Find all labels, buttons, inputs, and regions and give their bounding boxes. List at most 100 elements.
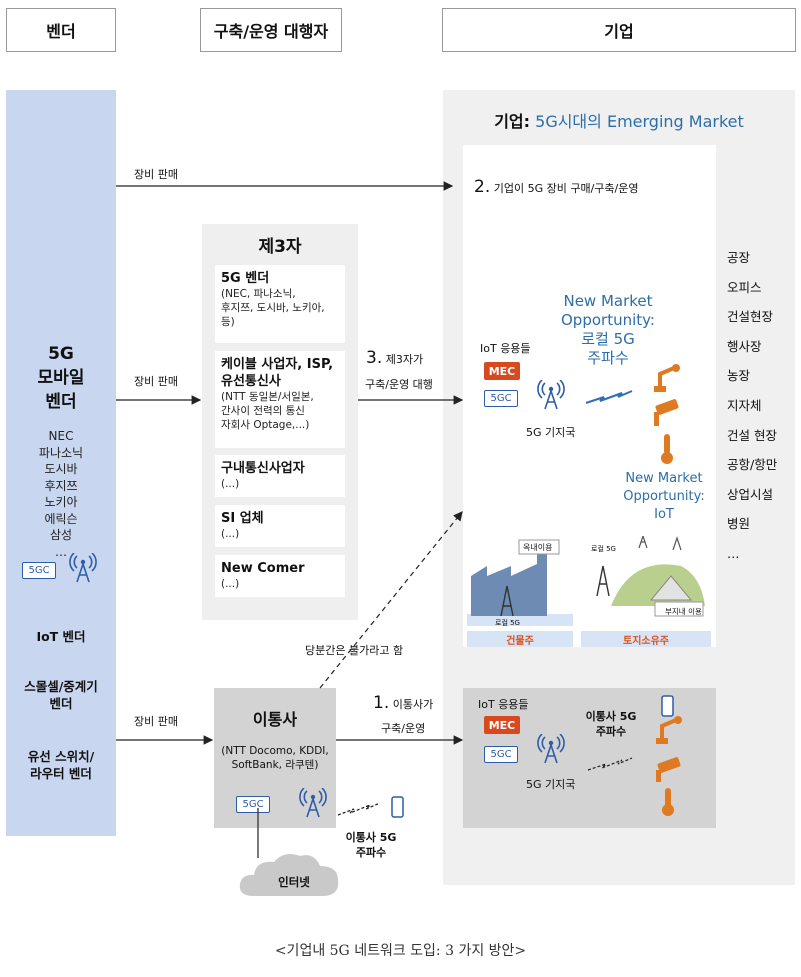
opp-line: New Market — [563, 292, 653, 310]
bottom-base-station: 5G 기지국 — [526, 778, 576, 791]
industrial-iot-icons — [654, 364, 680, 464]
camera-icon — [654, 399, 679, 426]
header-vendor: 벤더 — [6, 8, 116, 52]
site-item: 건설 현장 — [727, 427, 777, 443]
building-tag: 옥내이용 — [523, 543, 553, 552]
third-party-card-5g-vendor: 5G 벤더 (NEC, 파나소닉, 후지쯔, 도시바, 노키아, 등) — [215, 265, 345, 343]
opp-line: New Market — [625, 471, 703, 486]
site-item: 농장 — [727, 368, 751, 384]
card-sub: 후지쯔, 도시바, 노키아, — [221, 302, 325, 314]
robot-arm-icon — [654, 364, 680, 392]
carrier-panel: 이통사 (NTT Docomo, KDDI, SoftBank, 라쿠텐) 5G… — [214, 688, 336, 828]
carrier-sub: (NTT Docomo, KDDI, SoftBank, 라쿠텐) — [214, 744, 336, 772]
label-sale-3: 장비 판매 — [134, 715, 178, 728]
card-sub: (...) — [221, 478, 240, 490]
footer-building-owner: 건물주 — [467, 631, 573, 647]
site-item: … — [727, 545, 740, 561]
card-sub: 간사이 전력의 통신 — [221, 405, 305, 417]
third-party-title: 제3자 — [258, 237, 302, 257]
footer-land-owner: 토지소유주 — [581, 631, 711, 647]
land-illustration — [596, 536, 705, 617]
vendor-item: … — [55, 544, 67, 559]
vendor-item: 노키아 — [44, 495, 78, 509]
figure-caption: <기업내 5G 네트워크 도입: 3 가지 방안> — [274, 943, 527, 959]
label-sale-2: 장비 판매 — [134, 375, 178, 388]
vendor-title-line1: 5G — [48, 344, 74, 364]
site-item: 행사장 — [727, 338, 762, 354]
cloud-icon — [239, 854, 339, 896]
path2-label: 2. 기업이 5G 장비 구매/구축/운영 — [474, 177, 638, 197]
carrier-5gc-icon: 5GC — [236, 796, 270, 813]
opp-line: Opportunity: — [623, 489, 705, 504]
third-party-panel: 제3자 5G 벤더 (NEC, 파나소닉, 후지쯔, 도시바, 노키아, 등) … — [202, 224, 358, 620]
card-sub: 자회사 Optage,...) — [221, 419, 310, 431]
path1-num: 1. — [373, 693, 390, 713]
label-sale-1: 장비 판매 — [134, 168, 178, 181]
opp-line: 주파수 — [587, 349, 629, 367]
vendor-item: 에릭슨 — [44, 511, 78, 526]
site-item: 건설현장 — [727, 309, 774, 325]
label-dashed: 당분간은 불가라고 함 — [305, 644, 404, 657]
opportunity-iot: New Market Opportunity: IoT — [618, 470, 710, 524]
antenna-icon — [299, 788, 327, 818]
thermometer-icon — [662, 788, 674, 816]
card-title: 유선통신사 — [221, 374, 281, 389]
bottom-spectrum-label: 이통사 5G 주파수 — [580, 709, 642, 739]
site-item: 공장 — [727, 250, 751, 265]
vendor-title-line3: 벤더 — [45, 392, 77, 412]
card-sub: (NTT 동일본/서일본, — [221, 391, 314, 403]
internet-label: 인터넷 — [278, 875, 310, 889]
antenna-icon — [537, 380, 565, 410]
enterprise-5gc-icon: 5GC — [484, 390, 518, 407]
carrier-sub-line: SoftBank, 라쿠텐) — [231, 759, 319, 771]
vendor-item: 파나소닉 — [38, 445, 84, 460]
land-tag: 부지내 이용 — [665, 607, 702, 616]
label-path1-line2: 구축/운영 — [381, 722, 426, 735]
site-item: 오피스 — [727, 279, 762, 295]
third-party-card-newcomer: New Comer (...) — [215, 555, 345, 597]
wireless-link-icon — [585, 390, 633, 404]
connector-line — [257, 808, 259, 858]
label-path3: 3. 제3자가 — [366, 348, 423, 368]
building-illustration — [467, 539, 573, 626]
vendor-item: 후지쯔 — [44, 478, 78, 493]
path3-num: 3. — [366, 348, 383, 368]
spectrum-line: 주파수 — [595, 725, 627, 738]
site-item: 지자체 — [727, 397, 762, 413]
land-local5g: 로컬 5G — [591, 545, 616, 553]
label-path3-line2: 구축/운영 대행 — [365, 378, 433, 391]
path2-num: 2. — [474, 177, 491, 197]
path3-text1: 제3자가 — [385, 353, 424, 366]
card-sub: (...) — [221, 578, 240, 590]
vendor-item: 도시바 — [44, 462, 78, 476]
bottom-iot-apps: IoT 응용들 — [478, 698, 529, 711]
vendor-title-line2: 모바일 — [37, 368, 85, 388]
spectrum-line: 이통사 5G — [585, 710, 637, 723]
site-list: 공장 오피스 건설현장 행사장 농장 지자체 건설 현장 공항/항만 상업시설 … — [727, 243, 777, 569]
site-item: 상업시설 — [727, 486, 774, 502]
third-party-card-si: SI 업체 (...) — [215, 505, 345, 547]
vendor-item: NEC — [48, 429, 74, 443]
phone-icon — [661, 695, 674, 717]
path2-text: 기업이 5G 장비 구매/구축/운영 — [493, 182, 639, 195]
site-item: 공항/항만 — [727, 457, 778, 473]
vendor-iot: IoT 벤더 — [36, 629, 86, 644]
vendor-list: NEC 파나소닉 도시바 후지쯔 노키아 에릭슨 삼성 … — [6, 428, 116, 560]
opp-line: IoT — [654, 507, 674, 522]
card-sub: 등) — [221, 316, 235, 328]
mec-icon: MEC — [484, 362, 520, 380]
spectrum-line: 이통사 5G — [345, 831, 397, 844]
carrier-title: 이통사 — [252, 710, 298, 729]
third-party-card-cable: 케이블 사업자, ISP, 유선통신사 (NTT 동일본/서일본, 간사이 전력… — [215, 351, 345, 448]
base-station-label: 5G 기지국 — [526, 426, 576, 439]
opportunity-spectrum: New Market Opportunity: 로컬 5G 주파수 — [548, 292, 668, 368]
bottom-iot-icons — [656, 695, 682, 816]
camera-icon — [656, 757, 681, 782]
vendor-switch-line2: 라우터 벤더 — [30, 766, 92, 781]
header-integrator: 구축/운영 대행자 — [200, 8, 342, 52]
card-title: 5G 벤더 — [221, 271, 270, 286]
card-title: SI 업체 — [221, 511, 264, 526]
opp-line: Opportunity: — [561, 311, 655, 329]
bottom-5gc-icon: 5GC — [484, 746, 518, 763]
vendor-switch-line1: 유선 스위치/ — [27, 749, 95, 764]
